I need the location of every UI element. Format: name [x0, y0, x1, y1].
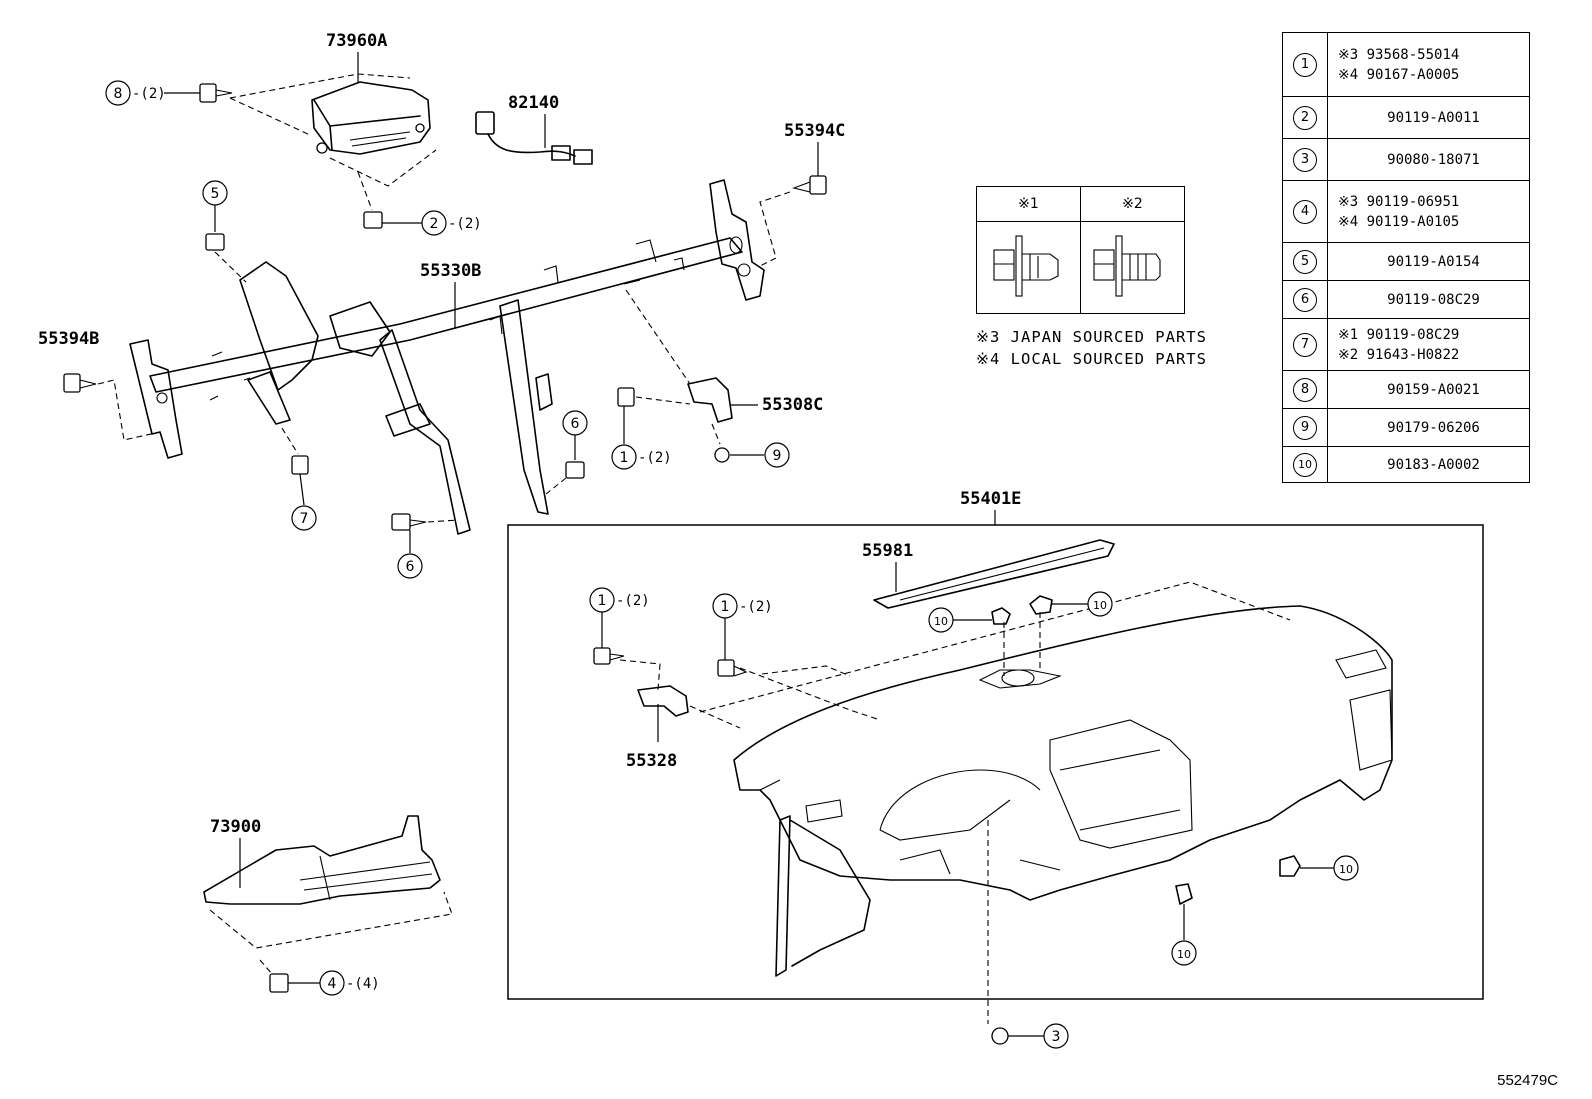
label-73900: 73900: [210, 817, 261, 837]
legend-row: 1 ※3 93568-55014※4 90167-A0005: [1282, 32, 1530, 97]
legend-row: 9 90179-06206: [1282, 408, 1530, 447]
source-notes: ※3 JAPAN SOURCED PARTS ※4 LOCAL SOURCED …: [976, 326, 1207, 370]
legend-row: 3 90080-18071: [1282, 138, 1530, 181]
svg-text:10: 10: [1177, 948, 1191, 961]
svg-text:1: 1: [721, 599, 730, 615]
note-col-1: ※1: [976, 186, 1081, 222]
label-55394B: 55394B: [38, 329, 99, 349]
svg-text:6: 6: [406, 559, 415, 575]
callout-10-d: 10: [1171, 883, 1197, 966]
note-col-2: ※2: [1080, 186, 1185, 222]
callout-10-c: 10: [1279, 855, 1359, 881]
note-japan-sourced: ※3 JAPAN SOURCED PARTS: [976, 328, 1207, 346]
label-73960A: 73960A: [326, 31, 387, 51]
glove-box-bracket-73900: 73900: [203, 815, 453, 949]
svg-text:4: 4: [328, 976, 337, 992]
svg-text:-(4): -(4): [346, 976, 380, 992]
wire-harness-82140: 82140: [475, 93, 593, 165]
callout-2: 2 -(2): [357, 171, 482, 236]
callout-4: 4 -(4): [259, 959, 380, 996]
svg-text:7: 7: [300, 511, 309, 527]
label-55328: 55328: [626, 751, 677, 771]
callout-7: 7: [281, 427, 317, 531]
svg-text:9: 9: [773, 448, 782, 464]
legend-row: 4 ※3 90119-06951※4 90119-A0105: [1282, 180, 1530, 243]
svg-text:-(2): -(2): [638, 450, 672, 466]
bracket-55394B: 55394B: [38, 329, 183, 459]
legend-row: 10 90183-A0002: [1282, 446, 1530, 483]
fastener-type-table: ※1 ※2: [976, 186, 1185, 314]
note-local-sourced: ※4 LOCAL SOURCED PARTS: [976, 350, 1207, 368]
reinforcement-55330B: 55330B: [149, 236, 743, 535]
bracket-55394C: 55394C: [709, 121, 845, 301]
instrument-panel: [699, 581, 1393, 977]
svg-text:10: 10: [934, 615, 948, 628]
svg-text:5: 5: [211, 186, 220, 202]
svg-text:1: 1: [598, 593, 607, 609]
label-55308C: 55308C: [762, 395, 823, 415]
label-55401E: 55401E: [960, 489, 1021, 509]
svg-text:10: 10: [1093, 599, 1107, 612]
callout-8: 8 -(2): [105, 80, 233, 106]
legend-row: 6 90119-08C29: [1282, 280, 1530, 319]
callout-10-a: 10: [928, 607, 1011, 633]
label-55394C: 55394C: [784, 121, 845, 141]
svg-text:-(2): -(2): [448, 216, 482, 232]
svg-text:8: 8: [114, 86, 123, 102]
callout-5: 5: [202, 180, 247, 283]
callout-1-c: 1 -(2): [712, 593, 773, 677]
parts-legend-table: 1 ※3 93568-55014※4 90167-A0005 2 90119-A…: [1282, 32, 1530, 483]
svg-text:3: 3: [1052, 1029, 1061, 1045]
callout-10-b: 10: [1029, 591, 1113, 617]
svg-text:2: 2: [430, 216, 439, 232]
callout-1-b: 1 -(2): [589, 587, 650, 665]
svg-text:1: 1: [620, 450, 629, 466]
legend-row: 8 90159-A0021: [1282, 370, 1530, 409]
svg-text:6: 6: [571, 416, 580, 432]
legend-row: 5 90119-A0154: [1282, 242, 1530, 281]
label-55330B: 55330B: [420, 261, 481, 281]
legend-row: 7 ※1 90119-08C29※2 91643-H0822: [1282, 318, 1530, 371]
airbag-assembly-73960A: 73960A: [229, 31, 437, 187]
diagram-id: 552479C: [1497, 1072, 1558, 1089]
svg-text:-(2): -(2): [616, 593, 650, 609]
callout-6-b: 6: [545, 410, 588, 495]
svg-text:-(2): -(2): [132, 86, 166, 102]
defroster-strip-55981: 55981: [862, 539, 1115, 609]
svg-text:-(2): -(2): [739, 599, 773, 615]
callout-6-a: 6: [391, 513, 459, 579]
label-55981: 55981: [862, 541, 913, 561]
label-82140: 82140: [508, 93, 559, 113]
bracket-55308C: 55308C 1 -(2) 9: [611, 289, 823, 470]
instrument-panel-box-55401E: 55401E: [507, 489, 1484, 1000]
svg-text:10: 10: [1339, 863, 1353, 876]
callout-3: 3: [987, 820, 1069, 1049]
bracket-55328: 55328: [619, 659, 881, 771]
legend-row: 2 90119-A0011: [1282, 96, 1530, 139]
